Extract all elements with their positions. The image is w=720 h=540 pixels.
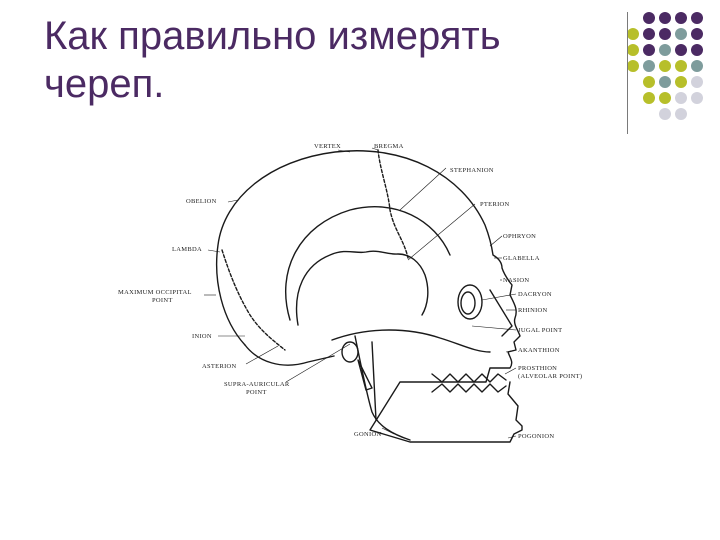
dot (659, 108, 671, 120)
temporal-suture (295, 250, 429, 326)
dot (691, 76, 703, 88)
leader-jugal (471, 325, 517, 331)
label-jugal: JUGAL POINT (518, 327, 562, 334)
dot (691, 44, 703, 56)
dot (659, 60, 671, 72)
cranium-outline (215, 150, 523, 443)
dot (675, 28, 687, 40)
label-gonion: GONION (354, 431, 381, 438)
label-max-occipital-2: POINT (152, 297, 173, 304)
label-bregma: BREGMA (374, 143, 404, 150)
label-akanthion: AKANTHION (518, 347, 560, 354)
label-pogonion: POGONION (518, 433, 554, 440)
label-lambda: LAMBDA (172, 246, 202, 253)
dot (659, 92, 671, 104)
label-ophryon: OPHRYON (503, 233, 536, 240)
label-obelion: OBELION (186, 198, 217, 205)
lower-teeth (431, 383, 507, 393)
mandible-ramus (371, 341, 377, 421)
leader-ophryon (489, 235, 503, 247)
label-supra-2: POINT (246, 389, 267, 396)
label-inion: INION (192, 333, 212, 340)
label-rhinion: RHINION (518, 307, 548, 314)
dot (643, 92, 655, 104)
dot (643, 44, 655, 56)
leader-akanthion (505, 349, 517, 353)
dot (675, 76, 687, 88)
label-supra-1: SUPRA-AURICULAR (224, 381, 290, 388)
zygomatic-arch (331, 329, 491, 353)
title-line-2: череп. (44, 62, 165, 106)
dot (643, 12, 655, 24)
label-nasion: NASION (503, 277, 529, 284)
dot (659, 44, 671, 56)
dot (627, 28, 639, 40)
leader-obelion (227, 199, 239, 203)
ear-canal (341, 341, 359, 363)
dot (691, 92, 703, 104)
leader-pterion (407, 203, 476, 261)
dot (627, 44, 639, 56)
dot (643, 76, 655, 88)
dot (659, 28, 671, 40)
dot (675, 60, 687, 72)
leader-lambda (207, 249, 221, 253)
mandible-outline (354, 335, 411, 441)
occipital-outline (244, 344, 335, 366)
coronal-suture (377, 149, 409, 259)
slide-title: Как правильно измерять череп. (44, 12, 604, 108)
orbit (457, 284, 483, 320)
dot (675, 44, 687, 56)
label-max-occipital-1: MAXIMUM OCCIPITAL (118, 289, 192, 296)
leader-bregma (371, 147, 379, 151)
title-divider-line (627, 12, 628, 134)
lambdoid-suture (221, 249, 286, 351)
dot (675, 108, 687, 120)
nasal-bone (489, 289, 513, 337)
dot (627, 60, 639, 72)
upper-teeth (431, 373, 507, 383)
leader-dacryon (481, 293, 517, 301)
label-asterion: ASTERION (202, 363, 237, 370)
label-stephanion: STEPHANION (450, 167, 494, 174)
label-glabella: GLABELLA (503, 255, 540, 262)
label-prosthion-1: PROSTHION (518, 365, 557, 372)
leader-prosthion (504, 367, 517, 375)
dot (691, 60, 703, 72)
dot (659, 76, 671, 88)
label-vertex: VERTEX (314, 143, 341, 150)
decorative-dot-grid (627, 12, 703, 120)
orbit-inner (460, 291, 476, 315)
dot (675, 92, 687, 104)
leader-vertex (337, 149, 351, 153)
label-prosthion-2: (ALVEOLAR POINT) (518, 373, 582, 380)
dot (691, 28, 703, 40)
label-pterion: PTERION (480, 201, 510, 208)
leader-gonion (381, 427, 395, 435)
dot (643, 60, 655, 72)
temporal-line (285, 206, 451, 321)
dot (643, 28, 655, 40)
dot (691, 12, 703, 24)
title-line-1: Как правильно измерять (44, 14, 501, 58)
dot (659, 12, 671, 24)
dot (675, 12, 687, 24)
leader-supra (285, 343, 351, 383)
label-dacryon: DACRYON (518, 291, 552, 298)
styloid-process (357, 359, 373, 391)
leader-pogonion (507, 435, 517, 439)
leader-stephanion (399, 167, 447, 211)
leader-asterion (245, 345, 279, 365)
skull-diagram: VERTEX BREGMA STEPHANION OBELION PTERION… (118, 143, 582, 443)
